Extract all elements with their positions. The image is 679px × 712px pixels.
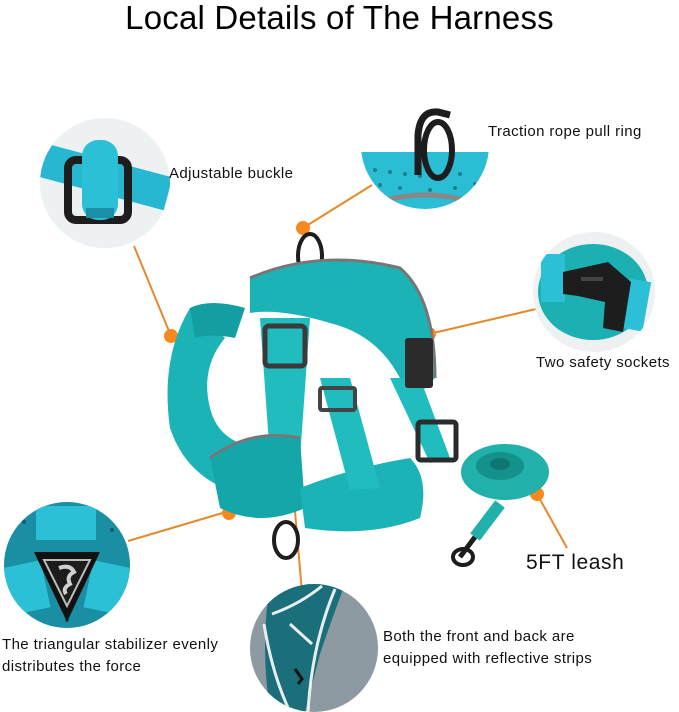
pull-ring-label: Traction rope pull ring [488, 123, 642, 140]
adjustable-buckle-detail-image [40, 118, 170, 248]
stabilizer-label-line1: The triangular stabilizer evenly [2, 636, 219, 653]
safety-socket-detail-image [533, 232, 655, 352]
pull-ring-detail-image [360, 80, 490, 210]
leash-label: 5FT leash [526, 551, 625, 574]
adjustable-buckle-label: Adjustable buckle [169, 165, 294, 182]
reflective-label-line2: equipped with reflective strips [383, 650, 593, 667]
reflective-detail-image [250, 584, 378, 712]
stabilizer-label-line2: distributes the force [2, 658, 142, 675]
safety-sockets-label: Two safety sockets [536, 354, 670, 371]
stabilizer-detail-image [4, 502, 130, 628]
harness-product-image [150, 228, 470, 568]
page-title: Local Details of The Harness [125, 0, 554, 36]
reflective-label-line1: Both the front and back are [383, 628, 575, 645]
leash-image [450, 432, 560, 572]
